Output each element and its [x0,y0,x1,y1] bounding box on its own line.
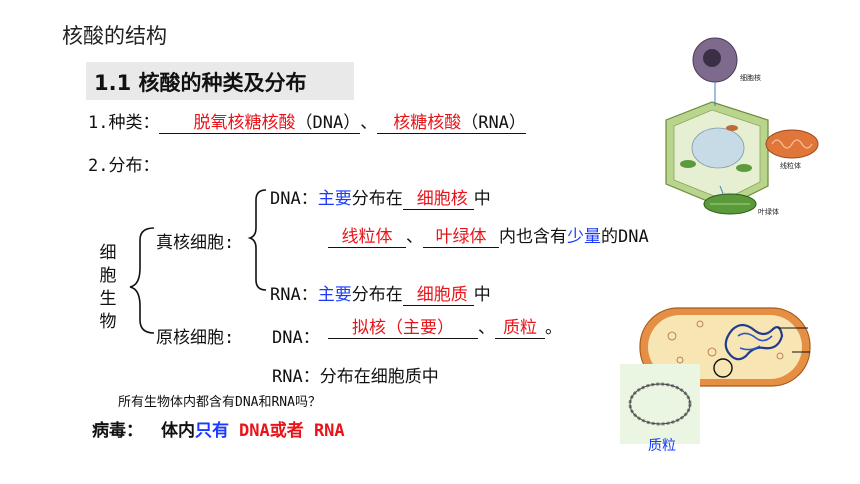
prokaryote-label: 原核细胞: [156,328,235,348]
organelle-mitochondria: 线粒体 [328,222,406,248]
prokaryote-rna-line: RNA：分布在细胞质中 [272,367,439,387]
types-label: 1.种类： [88,113,160,133]
organelle-small-amount: 少量 [567,227,601,247]
pro-dna-end: 。 [545,318,562,338]
organelle-text: 内也含有 [499,227,567,247]
plant-cell-body [665,101,769,209]
virus-body-prefix: 体内 [161,421,195,441]
pro-dna-place-1: 拟核（主要） [328,313,478,339]
nucleus-label: 细胞核 [740,73,761,82]
plasmid-highlight [713,358,733,378]
prokaryote-dna-line: 拟核（主要）、质粒。 [328,313,562,339]
virus-answer: DNA或者 RNA [239,421,345,441]
pro-dna-place-2: 质粒 [495,313,545,339]
prokaryote-dna-prefix: DNA： [272,328,320,348]
virus-label: 病毒： [92,421,143,441]
mitochondrion-illustration [765,129,819,159]
eukaryote-rna-line: RNA：主要分布在 细胞质 中 [270,280,491,306]
eu-dna-place: 细胞核 [416,184,468,210]
plasmid-ring [628,382,692,426]
types-separator: 、 [360,113,378,133]
eu-rna-prefix: RNA： [270,285,318,305]
dna-abbr: （DNA） [295,108,361,134]
bacterium-diagram: 质粒 [620,307,811,454]
eu-dna-suffix: 中 [473,189,491,209]
eukaryote-label: 真核细胞: [156,233,235,253]
mitochondrion-label: 线粒体 [780,161,801,170]
types-blank-pad-2 [377,113,394,134]
types-line: 1.种类： 脱氧核糖核酸（DNA）、 核糖核酸（RNA） [88,108,526,134]
eu-dna-prefix: DNA： [270,189,318,209]
nucleus-illustration [692,37,738,106]
eu-rna-main: 主要 [317,285,352,305]
virus-only: 只有 [195,421,229,441]
eu-dna-blank-pad-2 [467,189,474,210]
eu-rna-place: 细胞质 [416,280,468,306]
organelle-chloroplast: 叶绿体 [423,222,499,248]
eu-rna-suffix: 中 [473,285,491,305]
chloroplast-illustration [703,185,757,215]
chloroplast-label: 叶绿体 [758,207,779,216]
eu-dna-middle: 分布在 [351,189,403,209]
nucleoid-dna [724,323,784,361]
eu-dna-blank-pad [402,189,417,210]
organelle-sep: 、 [406,227,423,247]
plasmid-label: 质粒 [648,438,676,454]
rna-full-name: 核糖核酸 [393,108,462,134]
page-title: 核酸的结构 [62,24,167,48]
eu-rna-middle: 分布在 [351,285,403,305]
types-blank-pad [159,113,194,134]
rna-abbr: （RNA） [461,108,526,134]
plasmid-inset-bg [620,364,700,444]
distribution-label: 2.分布： [88,156,160,176]
eukaryote-organelle-line: 线粒体、叶绿体内也含有少量的DNA [328,222,649,248]
eu-rna-blank-pad [402,285,417,306]
eu-rna-blank-pad-2 [467,285,474,306]
plant-cell-diagram: 细胞核 线粒体 叶绿体 [665,37,819,216]
eukaryote-dna-line: DNA：主要分布在 细胞核 中 [270,184,491,210]
section-title: 1.1 核酸的种类及分布 [94,71,307,95]
organelle-end: 的DNA [601,227,649,247]
cellular-organisms-label: 细胞生物 [99,243,117,332]
virus-line: 病毒： 体内只有 DNA或者 RNA [92,416,345,441]
pro-dna-sep: 、 [478,318,495,338]
eu-dna-main: 主要 [317,189,352,209]
question-text: 所有生物体内都含有DNA和RNA吗？ [118,395,321,410]
section-banner [86,62,354,100]
dna-full-name: 脱氧核糖核酸 [193,108,296,134]
